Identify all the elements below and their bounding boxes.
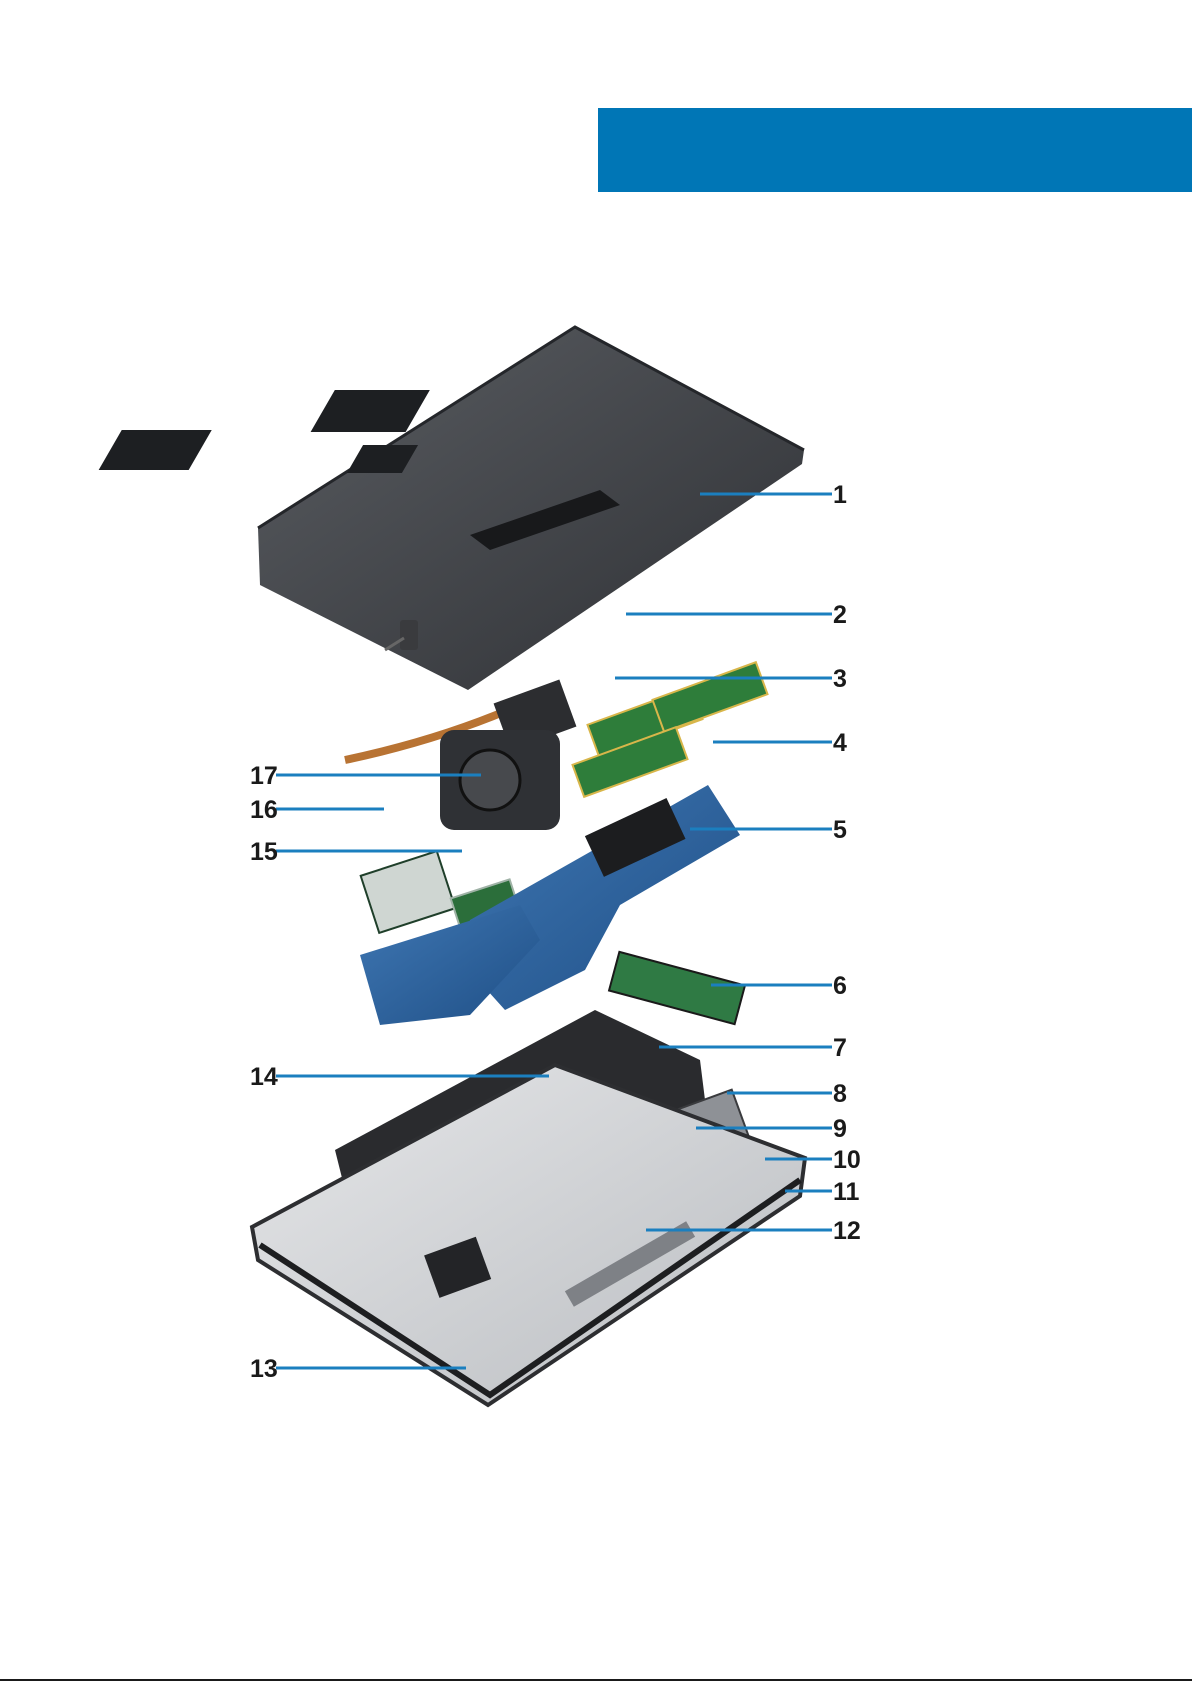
callout-label-4: 4: [833, 729, 847, 757]
callout-label-1: 1: [833, 481, 847, 509]
callout-label-16: 16: [250, 796, 278, 824]
callout-label-13: 13: [250, 1355, 278, 1383]
callout-label-2: 2: [833, 601, 847, 629]
callout-label-17: 17: [250, 762, 278, 790]
callout-label-12: 12: [833, 1217, 861, 1245]
callout-label-10: 10: [833, 1146, 861, 1174]
callout-label-7: 7: [833, 1034, 847, 1062]
callout-label-9: 9: [833, 1115, 847, 1143]
solid-state-drive: [609, 952, 745, 1024]
callout-label-11: 11: [833, 1178, 860, 1206]
callout-label-3: 3: [833, 665, 847, 693]
callout-label-5: 5: [833, 816, 847, 844]
memory-modules: [573, 662, 768, 797]
callout-label-8: 8: [833, 1080, 847, 1108]
wwan-card: [361, 851, 456, 933]
base-cover: [99, 327, 804, 690]
callout-label-6: 6: [833, 972, 847, 1000]
callout-label-14: 14: [250, 1063, 278, 1091]
callout-label-15: 15: [250, 838, 278, 866]
system-fan: [440, 730, 560, 830]
page-bottom-rule: [0, 1679, 1192, 1681]
